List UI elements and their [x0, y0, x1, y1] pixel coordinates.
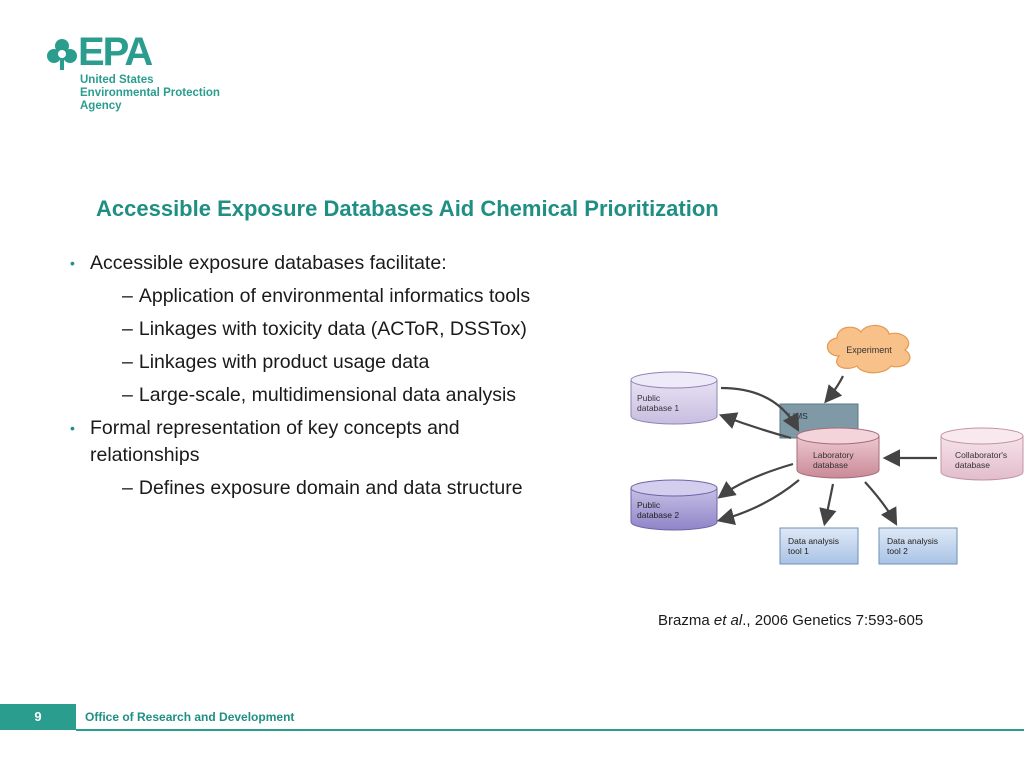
- data-analysis-tool-2: Data analysis tool 2: [878, 527, 958, 565]
- svg-text:database: database: [813, 460, 848, 470]
- svg-text:Laboratory: Laboratory: [813, 450, 854, 460]
- footer-divider: [76, 729, 1024, 731]
- epa-logo: EPA United States Environmental Protecti…: [44, 30, 244, 116]
- public-database-2: Public database 2: [630, 479, 718, 531]
- svg-text:Public: Public: [637, 500, 661, 510]
- agency-name: United States Environmental Protection A…: [80, 74, 220, 112]
- bullet-item: • Accessible exposure databases facilita…: [70, 250, 610, 277]
- svg-text:tool 1: tool 1: [788, 546, 809, 556]
- svg-text:database 2: database 2: [637, 510, 679, 520]
- sub-bullet-item: –Linkages with toxicity data (ACToR, DSS…: [122, 318, 527, 340]
- bullet-item: • Formal representation of key concepts …: [70, 417, 460, 466]
- sub-bullet-item: –Defines exposure domain and data struct…: [122, 477, 523, 499]
- sub-bullet-item: –Large-scale, multidimensional data anal…: [122, 384, 517, 406]
- epa-wordmark: EPA: [78, 30, 153, 74]
- sub-bullet-item: –Linkages with product usage data: [122, 351, 430, 373]
- data-analysis-tool-1: Data analysis tool 1: [779, 527, 859, 565]
- experiment-cloud: Experiment: [826, 324, 911, 374]
- svg-text:Public: Public: [637, 393, 661, 403]
- svg-text:database: database: [955, 460, 990, 470]
- svg-text:Collaborator's: Collaborator's: [955, 450, 1007, 460]
- diagram-arrows: [716, 375, 937, 527]
- epa-flower-icon: [47, 39, 77, 70]
- bullet-list: • Accessible exposure databases facilita…: [70, 250, 610, 508]
- database-diagram: Experiment Public database 1 Public data…: [630, 324, 1024, 565]
- page-number: 9: [0, 704, 76, 730]
- bullet-marker: •: [70, 420, 75, 436]
- svg-text:Experiment: Experiment: [846, 345, 892, 355]
- footer-office: Office of Research and Development: [85, 710, 295, 724]
- laboratory-database: Laboratory database: [796, 427, 880, 479]
- svg-text:Data analysis: Data analysis: [788, 536, 839, 546]
- svg-text:tool 2: tool 2: [887, 546, 908, 556]
- svg-text:Data analysis: Data analysis: [887, 536, 938, 546]
- collaborator-database: Collaborator's database: [940, 427, 1024, 481]
- sub-bullet-item: –Application of environmental informatic…: [122, 285, 531, 307]
- slide-title: Accessible Exposure Databases Aid Chemic…: [96, 196, 719, 221]
- citation: Brazma et al., 2006 Genetics 7:593-605: [658, 612, 924, 629]
- svg-text:database 1: database 1: [637, 403, 679, 413]
- public-database-1: Public database 1: [630, 371, 718, 425]
- bullet-marker: •: [70, 255, 75, 271]
